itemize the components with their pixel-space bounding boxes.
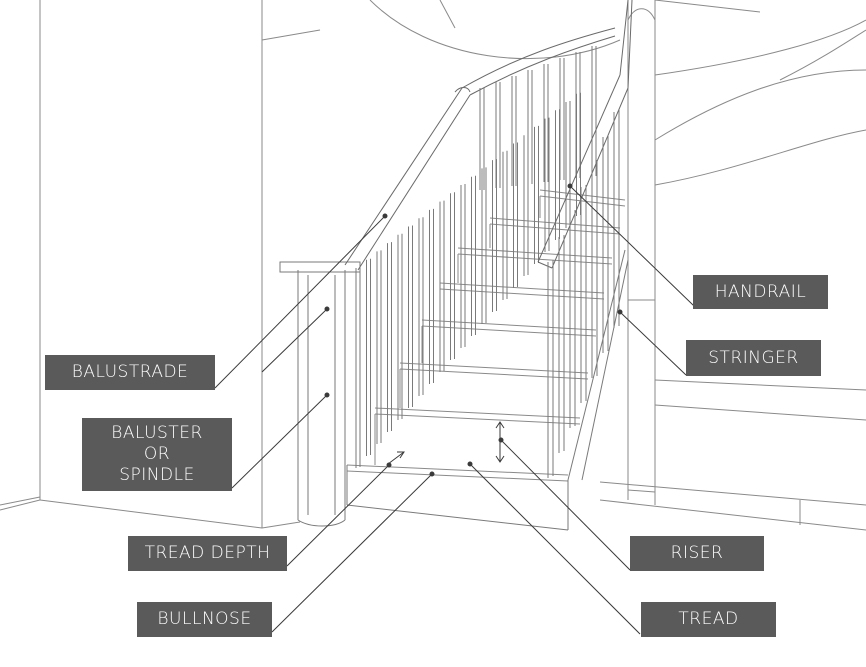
tread-nosing [374,413,581,425]
label-baluster: BALUSTER OR SPINDLE [82,418,232,491]
leader-tread [469,463,641,635]
newel-column [627,0,656,505]
right-balusters [547,110,620,478]
leader-bullnose [271,473,433,633]
tread-depth-arrow [387,451,405,465]
newel-post [279,261,361,527]
tread-nosing [346,470,569,482]
tread-edge [374,407,581,419]
label-tread: TREAD [641,602,776,637]
leader-lines [214,183,705,635]
tread-nosing [539,195,626,207]
label-riser: RISER [630,536,764,571]
label-bullnose: BULLNOSE [137,602,272,637]
leader-baluster [261,308,328,373]
label-stringer: STRINGER [686,340,821,376]
leader-stringer [619,311,687,376]
left-balusters [355,46,597,468]
room-walls [0,0,866,531]
tread-nosing [439,288,605,300]
leader-riser [500,439,631,571]
leader-spindle [231,394,328,489]
left-handrail [344,27,616,271]
leader-balustrade [214,215,386,389]
label-handrail: HANDRAIL [693,275,828,309]
leader-tread-depth [286,464,390,567]
leader-handrail [569,185,705,306]
tread-edge [439,282,605,294]
right-handrail [537,0,633,269]
tread-edge [399,362,589,374]
tread-edge [346,464,569,476]
label-tread-depth: TREAD DEPTH [128,536,287,571]
label-balustrade: BALUSTRADE [45,355,215,390]
tread-nosing [399,368,589,380]
